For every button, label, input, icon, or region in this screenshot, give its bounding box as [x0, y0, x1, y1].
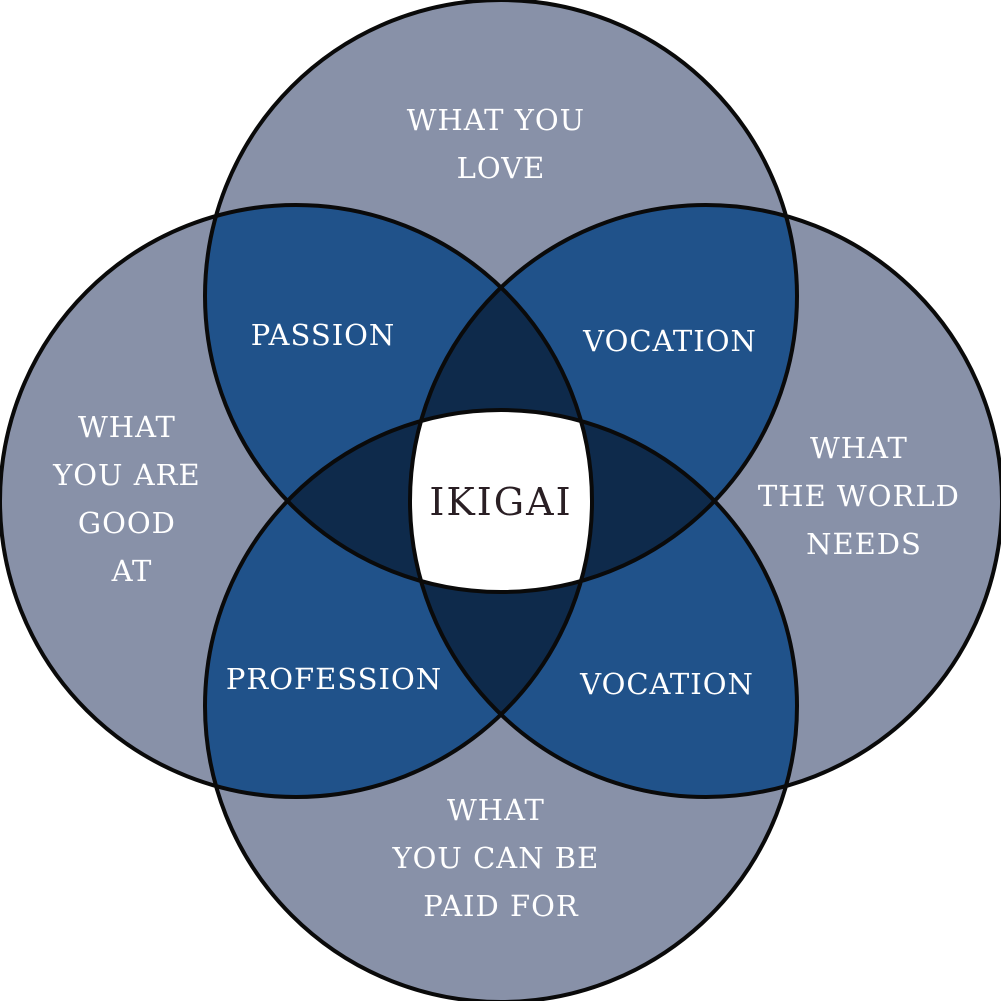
label-right-line: NEEDS: [806, 527, 922, 561]
label-vocation-bottom: VOCATION: [579, 667, 754, 701]
label-left-line: GOOD: [78, 506, 176, 540]
label-top: WHAT YOU LOVE: [407, 103, 596, 185]
label-bottom-line: PAID FOR: [423, 889, 579, 923]
label-top-line: LOVE: [457, 151, 546, 185]
label-vocation-top: VOCATION: [582, 324, 757, 358]
label-right-line: WHAT: [810, 431, 908, 465]
label-left-line: YOU ARE: [52, 458, 201, 492]
label-left: WHAT YOU ARE GOOD AT: [52, 410, 211, 588]
label-left-line: AT: [111, 554, 153, 588]
label-right: WHAT THE WORLD NEEDS: [758, 431, 970, 561]
label-right-line: THE WORLD: [758, 479, 960, 513]
label-bottom-line: WHAT: [447, 793, 545, 827]
label-ikigai: IKIGAI: [429, 480, 572, 524]
label-passion: PASSION: [251, 318, 396, 352]
label-bottom-line: YOU CAN BE: [391, 841, 599, 875]
outline-right: [408, 203, 1001, 799]
label-top-line: WHAT YOU: [407, 103, 585, 137]
outline-left: [0, 203, 594, 799]
label-bottom: WHAT YOU CAN BE PAID FOR: [391, 793, 609, 923]
label-profession: PROFESSION: [226, 662, 442, 696]
label-left-line: WHAT: [78, 410, 176, 444]
outline-bottom: [203, 408, 799, 1001]
outline-top: [203, 0, 799, 594]
